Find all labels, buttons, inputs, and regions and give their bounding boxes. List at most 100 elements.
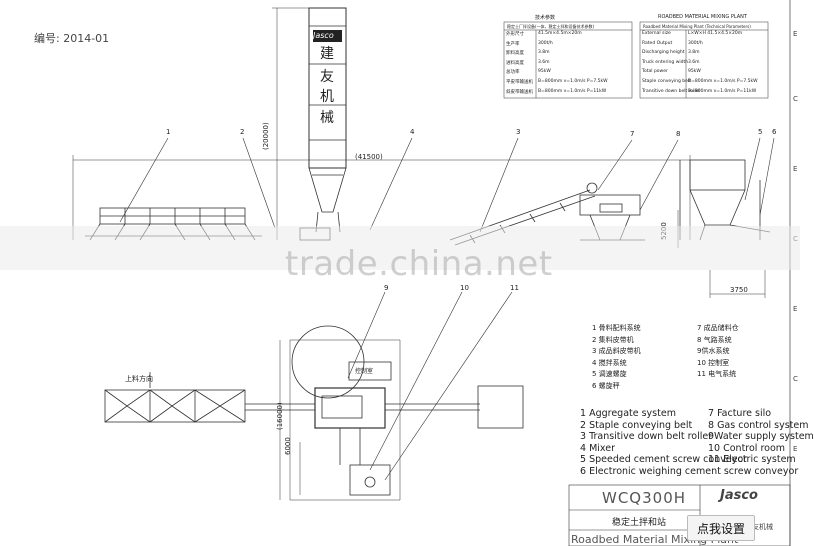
legend-cn-item: 7 成品储料仓 bbox=[697, 324, 739, 332]
table-row-label: Staple conveying belt bbox=[642, 79, 691, 84]
callout-4: 4 bbox=[410, 128, 415, 136]
table-row-value: 3.8m bbox=[688, 50, 700, 56]
control-label: 控制室 bbox=[355, 368, 374, 375]
legend-cn-item: 11 电气系统 bbox=[697, 370, 737, 379]
callout-6: 6 bbox=[772, 128, 777, 136]
table-row-value: B=800mm v=1.0m/s P=11kW bbox=[688, 88, 757, 94]
legend-en-item: 10 Control room bbox=[708, 442, 786, 454]
legend-cn-item: 9供水系统 bbox=[697, 347, 730, 356]
settings-button[interactable]: 点我设置 bbox=[687, 515, 755, 541]
watermark-text: trade.china.net bbox=[285, 244, 553, 284]
legend-en-item: 4 Mixer bbox=[580, 442, 615, 454]
table-row-value: 95kW bbox=[688, 69, 701, 75]
watermark-band bbox=[0, 226, 800, 270]
table-row-label: External size bbox=[642, 31, 671, 36]
legend-en-item: 11 Electric system bbox=[708, 454, 796, 466]
table-row-value: 3.8m bbox=[538, 50, 550, 56]
legend-en-item: 5 Speeded cement screw conveyor bbox=[580, 454, 748, 466]
side-letter: E bbox=[793, 305, 798, 313]
plant-name-cn: 稳定土拌和站 bbox=[612, 518, 667, 528]
silo-char-4: 械 bbox=[320, 110, 334, 126]
callout-3: 3 bbox=[516, 128, 521, 136]
callout-8: 8 bbox=[676, 130, 681, 138]
silo-char-1: 建 bbox=[320, 46, 334, 62]
legend-en-item: 6 Electronic weighing cement screw conve… bbox=[580, 465, 799, 477]
side-letter: C bbox=[793, 375, 798, 383]
table-row-value: B=800mm v=1.0m/s P=7.5kW bbox=[688, 79, 758, 84]
callout-7: 7 bbox=[630, 130, 635, 138]
callout-5: 5 bbox=[758, 128, 763, 136]
callout-11: 11 bbox=[510, 284, 519, 292]
table-row-value: 41.5m×4.5m×20m bbox=[538, 31, 582, 36]
dim-plan-width: 6000 bbox=[284, 437, 292, 455]
table-row-label: Discharging height bbox=[642, 50, 685, 56]
table-row-label: 斜皮带输送机 bbox=[506, 89, 533, 95]
legend-cn-item: 5 调速螺旋 bbox=[592, 370, 627, 379]
side-letter: E bbox=[793, 445, 798, 453]
table-row-label: Total power bbox=[642, 69, 668, 75]
table-row-label: 总功率 bbox=[506, 70, 520, 76]
legend-cn-item: 2 集料皮带机 bbox=[592, 335, 634, 344]
table-row-label: Truck entering width bbox=[642, 59, 689, 65]
legend-en-item: 7 Facture silo bbox=[708, 408, 772, 419]
legend-cn-item: 6 螺旋秤 bbox=[592, 381, 620, 390]
table-row-label: Transitive down belt roller bbox=[642, 88, 701, 94]
dim-length: (41500) bbox=[355, 153, 383, 161]
silo-char-3: 机 bbox=[320, 89, 334, 105]
plan-feed-label: 上料方向 bbox=[125, 375, 153, 383]
table-row-label: 平皮带输送机 bbox=[506, 80, 533, 85]
legend-cn-right: 7 成品储料仓 8 气路系统 9供水系统 10 控制室 11 电气系统 bbox=[697, 323, 739, 381]
legend-en-item: 8 Gas control system bbox=[708, 419, 809, 431]
table-row-label: 生产率 bbox=[506, 41, 520, 47]
cement-silo bbox=[272, 7, 347, 241]
table-row-label: 进料高度 bbox=[506, 60, 524, 66]
legend-en-item: 9Water supply system bbox=[708, 431, 814, 443]
table-row-value: 3.6m bbox=[688, 59, 700, 65]
table-left-title: 技术参数 bbox=[535, 15, 556, 21]
drawing-number: 编号: 2014-01 bbox=[34, 32, 110, 45]
callout-10: 10 bbox=[460, 284, 469, 292]
table-row-label: 卸料高度 bbox=[506, 51, 524, 57]
callout-1: 1 bbox=[166, 128, 171, 136]
callout-9: 9 bbox=[384, 284, 389, 292]
table-row-value: L×W×H 41.5×4.5×20m bbox=[688, 31, 743, 36]
dim-width-right: 3750 bbox=[730, 286, 748, 294]
table-left-header: 稳定土厂拌设备(一体，稳定土拌和设备技术参数) bbox=[507, 24, 595, 29]
table-row-label: 外形尺寸 bbox=[506, 32, 524, 37]
table-row-value: 3.6m bbox=[538, 59, 550, 65]
callout-2: 2 bbox=[240, 128, 245, 136]
table-row-value: 95kW bbox=[538, 69, 551, 75]
control-room bbox=[349, 464, 391, 496]
silo-brand-badge bbox=[313, 30, 342, 42]
table-right-header: Roadbed Material Mixing Plant (Technical… bbox=[643, 24, 751, 29]
parameter-table-left bbox=[503, 21, 633, 99]
parameter-table-right bbox=[639, 21, 769, 99]
brand-cn: 建友机械 bbox=[745, 523, 773, 531]
side-letter: C bbox=[793, 95, 798, 103]
legend-cn-left: 1 骨料配料系统 2 集料皮带机 3 成品斜皮带机 4 搅拌系统 5 调速螺旋 … bbox=[592, 323, 641, 393]
legend-en-right: 7 Facture silo 8 Gas control system 9Wat… bbox=[708, 408, 814, 466]
legend-cn-item: 10 控制室 bbox=[697, 358, 730, 367]
table-row-value: B=800mm v=1.0m/s P=7.5kW bbox=[538, 79, 608, 84]
plan-mixer bbox=[279, 325, 524, 501]
side-letter: E bbox=[793, 165, 798, 173]
dim-plan-height: (16000) bbox=[276, 402, 284, 430]
table-row-value: B=800mm v=1.0m/s P=11kW bbox=[538, 88, 607, 94]
legend-en-item: 2 Staple conveying belt bbox=[580, 419, 693, 431]
callout-leaders bbox=[119, 137, 775, 481]
legend-cn-item: 4 搅拌系统 bbox=[592, 358, 627, 367]
table-row-value: 300t/h bbox=[538, 40, 553, 46]
legend-en-item: 3 Transitive down belt roller bbox=[580, 431, 713, 443]
side-letter: E bbox=[793, 30, 798, 38]
legend-cn-item: 8 气路系统 bbox=[697, 335, 732, 344]
table-right-title: ROADBED MATERIAL MIXING PLANT bbox=[658, 14, 747, 20]
brand-logo: Jasco bbox=[720, 488, 758, 503]
model-number: WCQ300H bbox=[602, 489, 687, 507]
legend-en-item: 1 Aggregate system bbox=[580, 408, 676, 419]
legend-en-left: 1 Aggregate system 2 Staple conveying be… bbox=[580, 408, 798, 478]
legend-cn-item: 3 成品斜皮带机 bbox=[592, 347, 641, 356]
table-row-value: 300t/h bbox=[688, 40, 703, 46]
silo-char-2: 友 bbox=[320, 69, 334, 85]
legend-cn-item: 1 骨料配料系统 bbox=[592, 324, 641, 332]
silo-brand: Jasco bbox=[313, 31, 334, 40]
